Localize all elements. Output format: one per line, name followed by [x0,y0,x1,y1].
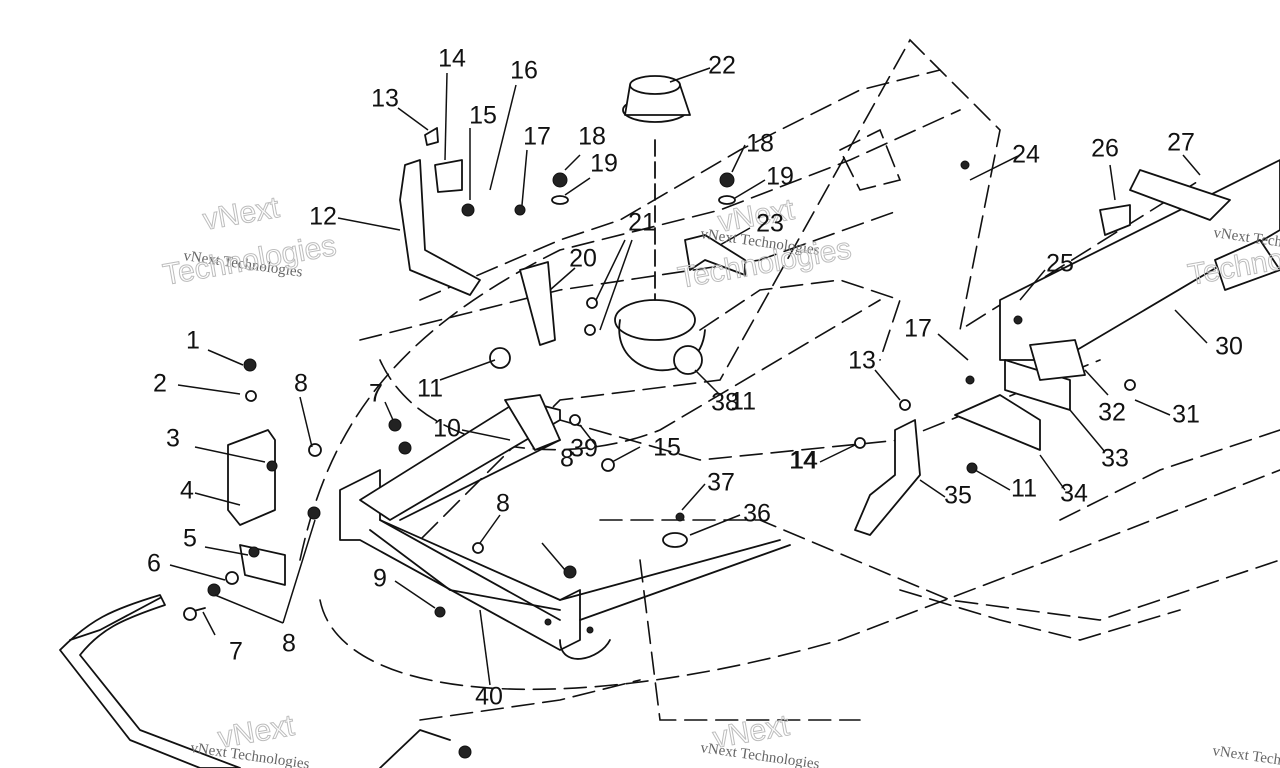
callout-14: 14 [790,447,818,475]
callout-32: 32 [1098,399,1126,427]
hardware [388,414,688,618]
right-rail [954,159,1280,474]
callout-24: 24 [1012,141,1040,169]
left-bracket [183,358,322,621]
callout-23: 23 [756,210,784,238]
callout-26: 26 [1091,135,1119,163]
callout-30: 30 [1215,333,1243,361]
callout-11: 11 [730,388,756,416]
right-center-bracket [684,160,970,276]
callout-4: 4 [180,477,194,505]
callout-20: 20 [569,245,597,273]
watermark-word: vNext [200,191,282,237]
callout-17: 17 [523,123,551,151]
callout-25: 25 [1046,250,1074,278]
callout-8: 8 [560,445,574,473]
callout-11: 11 [1011,475,1037,503]
leader-lines [169,67,1208,686]
callout-7: 7 [229,638,243,666]
callout-8: 8 [294,370,308,398]
front-bumper [59,594,472,768]
callout-39: 39 [570,435,598,463]
callout-5: 5 [183,525,197,553]
callout-16: 16 [510,57,538,85]
callout-34: 34 [1060,480,1088,508]
callout-33: 33 [1101,445,1129,473]
callout-37: 37 [707,469,735,497]
callout-13: 13 [848,347,876,375]
callout-11: 11 [417,375,443,403]
callout-12: 12 [309,203,337,231]
center-parts [489,75,706,375]
front-frame [339,394,791,660]
callout-15: 15 [653,434,681,462]
callout-40: 40 [475,683,503,711]
callout-10: 10 [433,415,461,443]
callout-19: 19 [766,163,794,191]
callout-18: 18 [578,123,606,151]
callout-14: 14 [438,45,466,73]
callout-7: 7 [369,380,383,408]
upper-bracket [399,127,526,296]
watermark-word: vNext [710,709,792,755]
callout-6: 6 [147,550,161,578]
callout-38: 38 [711,389,739,417]
bracket-35 [854,399,921,536]
callout-14: 14 [789,447,817,475]
callout-18: 18 [746,130,774,158]
callout-8: 8 [496,490,510,518]
callout-15: 15 [469,102,497,130]
callout-9: 9 [373,565,387,593]
callout-labels: 1234567788889101111111213131414141515161… [147,45,1243,711]
watermark-word: vNext [215,709,297,755]
callout-19: 19 [590,150,618,178]
callout-2: 2 [153,370,167,398]
callout-36: 36 [743,500,771,528]
callout-1: 1 [186,327,200,355]
callout-3: 3 [166,425,180,453]
callout-21: 21 [628,209,656,237]
callout-8: 8 [282,630,296,658]
watermark-word: Technologies [160,229,338,292]
callout-35: 35 [944,482,972,510]
callout-27: 27 [1167,129,1195,157]
callout-22: 22 [708,52,736,80]
callout-31: 31 [1172,401,1200,429]
chassis-outline [299,38,1280,721]
watermark-text: vNext Technologies [1211,743,1280,768]
callout-17: 17 [904,315,932,343]
callout-13: 13 [371,85,399,113]
